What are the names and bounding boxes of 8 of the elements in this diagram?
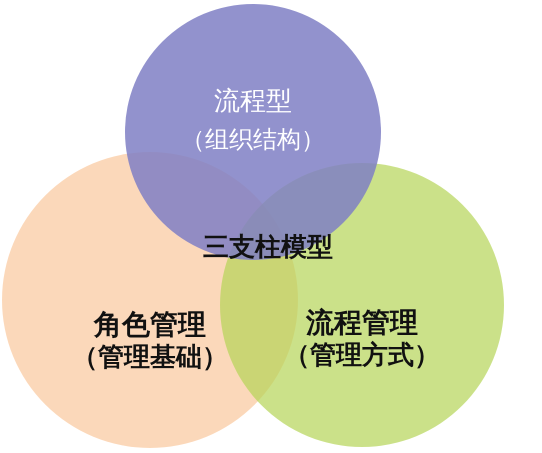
circle-subtitle: （组织结构） bbox=[181, 126, 325, 154]
venn-circle bbox=[125, 4, 381, 260]
circle-title: 流程管理 bbox=[306, 306, 418, 340]
center-label: 三支柱模型 bbox=[203, 232, 333, 264]
circle-subtitle: （管理基础） bbox=[72, 342, 228, 374]
circle-title: 角色管理 bbox=[94, 308, 206, 342]
circle-subtitle: （管理方式） bbox=[284, 340, 440, 372]
circle-title: 流程型 bbox=[214, 86, 292, 118]
